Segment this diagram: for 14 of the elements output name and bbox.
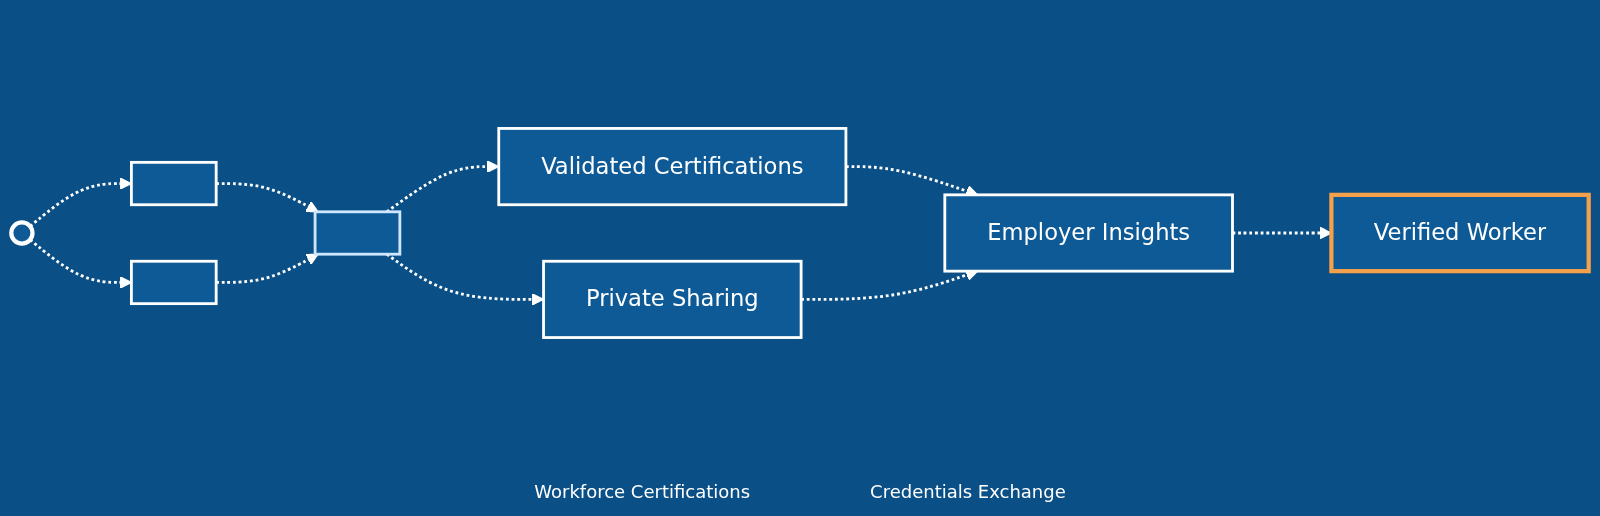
node-box [130, 259, 218, 306]
node-box: Verified Worker [1329, 192, 1591, 274]
arrow [29, 177, 132, 228]
node-box [130, 160, 218, 207]
caption-text: Credentials Exchange [870, 480, 1066, 502]
arrow [29, 238, 132, 289]
caption-text: Workforce Certifications [534, 480, 751, 502]
node-box: Private Sharing [542, 259, 803, 339]
node-box: Employer Insights [943, 193, 1234, 273]
node-box [313, 210, 402, 256]
arrow [216, 253, 319, 284]
arrow [216, 182, 319, 213]
node-person [9, 220, 35, 246]
node-box: Validated Certifications [497, 127, 848, 207]
